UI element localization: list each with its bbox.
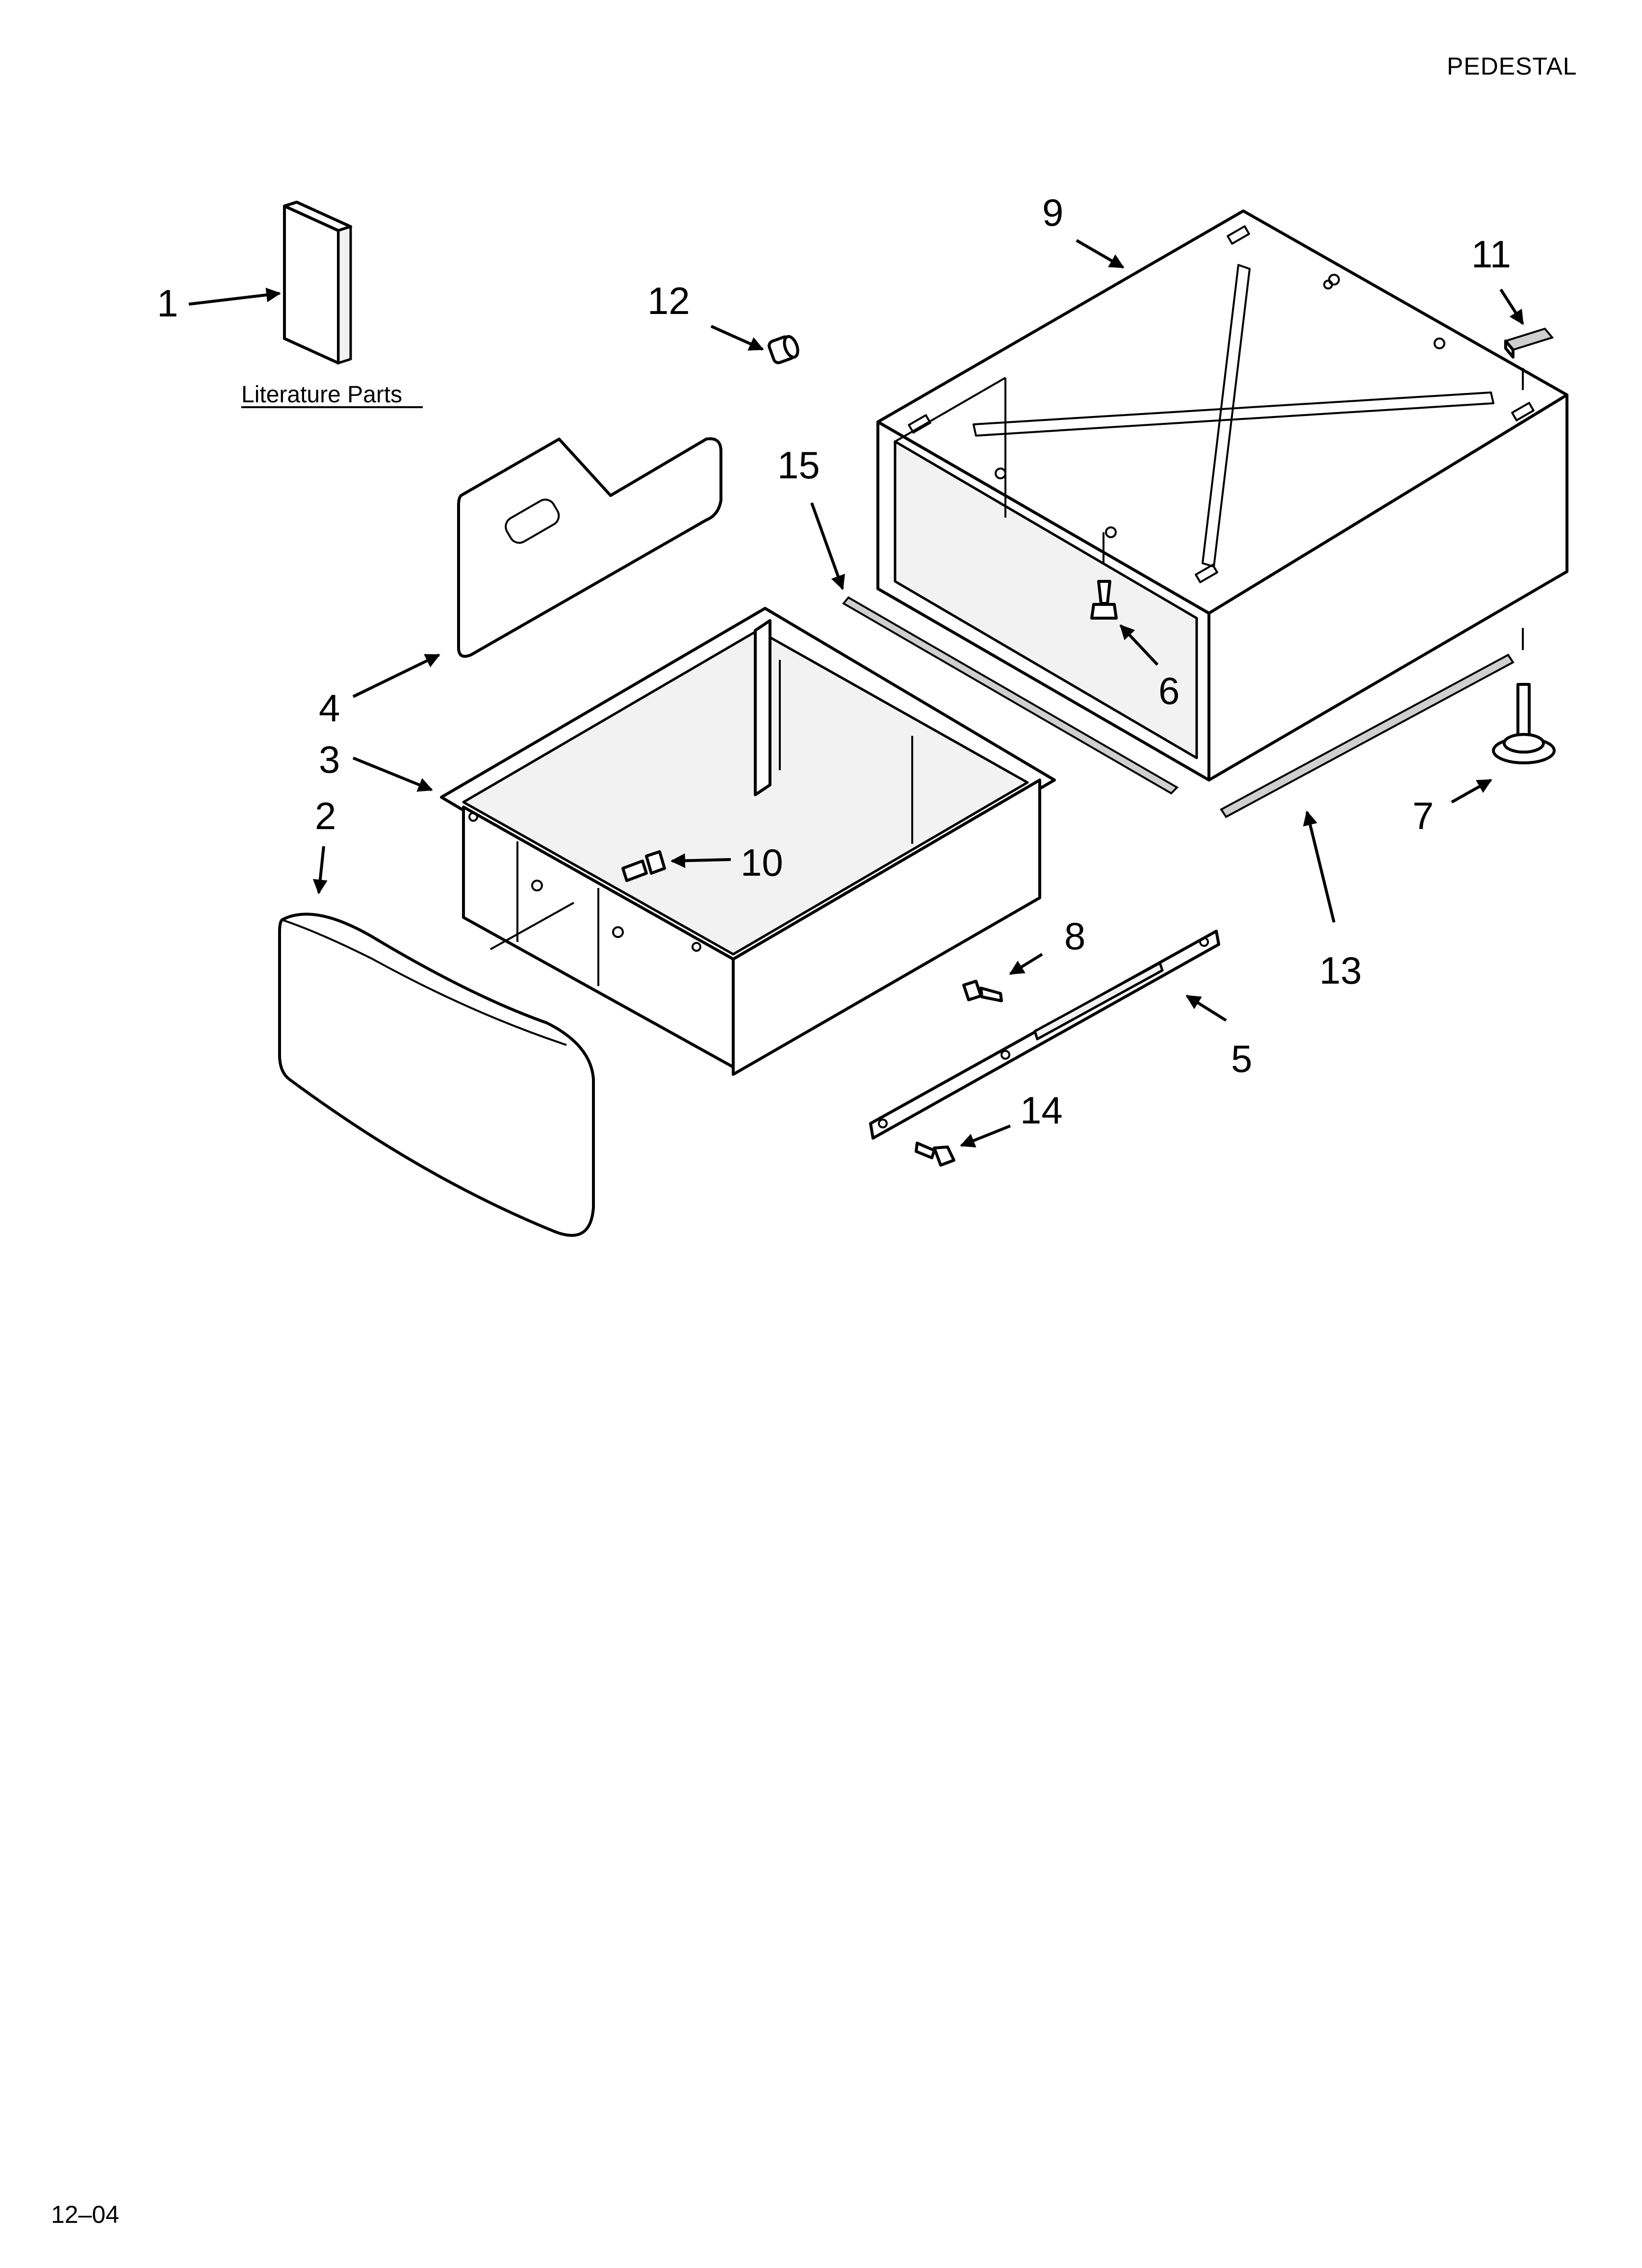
arrow-10 [670, 853, 731, 868]
callout-8: 8 [1064, 914, 1085, 958]
arrow-8 [1009, 953, 1043, 975]
callout-12: 12 [647, 279, 690, 322]
screw-part-8[interactable] [962, 980, 1003, 1002]
callout-10: 10 [741, 841, 783, 884]
screw-part-14[interactable] [915, 1142, 955, 1167]
literature-booklet[interactable] [283, 201, 352, 365]
callout-6: 6 [1158, 669, 1180, 712]
arrow-2 [312, 846, 328, 894]
date-code: 12–04 [51, 2201, 120, 2228]
callout-5: 5 [1231, 1037, 1252, 1080]
arrow-4 [352, 653, 440, 698]
literature-parts-label[interactable]: Literature Parts [241, 382, 402, 408]
callout-7: 7 [1412, 794, 1434, 837]
screw-part-6[interactable] [1090, 532, 1118, 620]
pad-part[interactable] [1504, 327, 1554, 359]
drawer-back-panel[interactable] [457, 437, 722, 658]
callout-14: 14 [1020, 1089, 1063, 1132]
page-title: PEDESTAL [1447, 52, 1577, 80]
callout-2: 2 [315, 794, 336, 837]
arrow-1 [188, 287, 281, 306]
arrow-13 [1303, 810, 1335, 923]
callout-4: 4 [319, 686, 340, 730]
callout-9: 9 [1042, 191, 1063, 234]
arrow-6 [1119, 624, 1159, 666]
arrow-7 [1451, 779, 1492, 804]
drawer-bin[interactable] [440, 607, 1056, 1076]
callout-3: 3 [319, 738, 340, 781]
arrow-15 [810, 502, 845, 590]
arrow-3 [352, 756, 433, 792]
callout-15: 15 [777, 443, 820, 487]
arrow-11 [1499, 288, 1524, 325]
callout-11: 11 [1471, 233, 1511, 276]
screw-part-10[interactable] [621, 850, 666, 882]
arrow-9 [1076, 239, 1125, 269]
callout-1: 1 [157, 282, 178, 325]
leveling-foot[interactable] [1492, 628, 1556, 764]
callout-13: 13 [1319, 949, 1362, 992]
arrow-14 [960, 1124, 1011, 1147]
drawer-slide[interactable] [869, 930, 1220, 1140]
trim-strip-13[interactable] [1220, 653, 1514, 818]
arrow-5 [1185, 994, 1227, 1022]
arrow-12 [710, 325, 764, 351]
drawer-front[interactable] [278, 912, 595, 1237]
pedestal-cabinet[interactable] [876, 209, 1568, 782]
trim-strip-15[interactable] [842, 596, 1179, 795]
plug-part[interactable] [768, 335, 800, 365]
